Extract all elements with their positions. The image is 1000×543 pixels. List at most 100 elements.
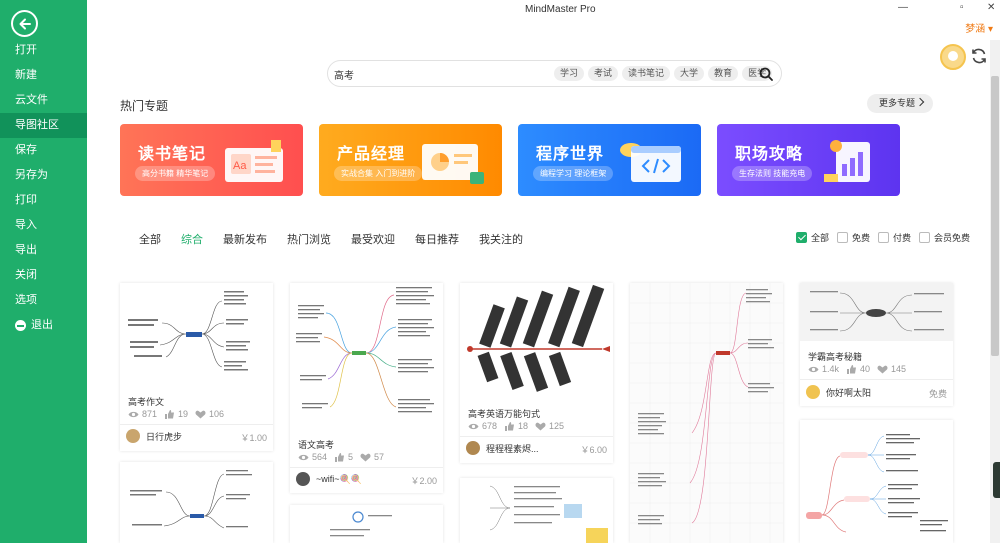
growth-chart-illustration-icon [824,140,870,182]
side-panel-handle[interactable] [993,462,1000,498]
views-count: 678 [482,421,498,431]
avatar[interactable] [940,44,966,70]
mindmap-thumbnail [120,462,273,543]
hearts-count: 145 [891,364,907,374]
menu-print[interactable]: 打印 [15,194,37,206]
menu-exit[interactable]: 退出 [0,313,87,338]
menu-import[interactable]: 导入 [15,219,37,231]
tab-hot-browse[interactable]: 热门浏览 [287,234,331,246]
banner-title: 读书笔记 [138,146,207,163]
banner-subtitle: 编程学习 理论框架 [533,166,614,181]
banner-title: 职场攻略 [735,146,804,163]
thumbs-up-icon [335,452,345,462]
filter-label: 付费 [893,233,912,243]
card-title: 语文高考 [298,440,335,450]
menu-save-as[interactable]: 另存为 [15,169,48,181]
filter-label: 会员免费 [934,233,971,243]
menu-exit-label: 退出 [31,319,53,331]
refresh-icon[interactable] [970,47,988,65]
mindmap-card[interactable] [800,420,953,543]
hearts-count: 125 [549,421,565,431]
exit-icon [15,320,26,331]
mindmap-card[interactable] [120,462,273,543]
tag-education[interactable]: 教育 [708,66,739,81]
scrollbar-thumb[interactable] [991,76,999,356]
card-author[interactable]: 你好啊太阳 [806,385,871,399]
tab-all[interactable]: 全部 [139,234,161,246]
author-avatar [126,429,140,443]
menu-close[interactable]: 关闭 [15,269,37,281]
mindmap-card[interactable] [460,478,613,543]
mindmap-card[interactable] [290,505,443,543]
mindmap-thumbnail [800,420,953,543]
filter-member-free[interactable]: 会员免费 [919,231,970,244]
banner-subtitle: 实战合集 入门到进阶 [334,166,423,181]
views-eye-icon [298,454,309,460]
card-title: 高考作文 [128,397,165,407]
thumbs-up-icon [505,421,515,431]
author-avatar [296,472,310,486]
views-eye-icon [128,411,139,417]
menu-save[interactable]: 保存 [15,144,37,156]
tab-most-popular[interactable]: 最受欢迎 [351,234,395,246]
mindmap-card[interactable]: 语文高考 564 5 57 ~wifi~🍭🍭 ￥2.00 [290,283,443,493]
checkbox-checked[interactable] [796,232,807,243]
banner-career-guide[interactable]: 职场攻略 生存法则 技能充电 [717,124,900,196]
heart-icon [360,453,371,461]
tab-latest[interactable]: 最新发布 [223,234,267,246]
filter-all[interactable]: 全部 [796,231,829,244]
tag-university[interactable]: 大学 [674,66,705,81]
menu-community[interactable]: 导图社区 [0,113,87,138]
maximize-button[interactable]: ▫ [960,2,964,13]
filter-free[interactable]: 免费 [837,231,870,244]
banner-product-manager[interactable]: 产品经理 实战合集 入门到进阶 [319,124,502,196]
banner-programming-world[interactable]: 程序世界 编程学习 理论框架 [518,124,701,196]
search-bar: 学习 考试 读书笔记 大学 教育 医学 [327,60,782,87]
menu-options[interactable]: 选项 [15,294,37,306]
mindmap-card[interactable]: 学霸高考秘籍 1.4k 40 145 你好啊太阳 免费 [800,283,953,406]
close-button[interactable]: ✕ [987,2,996,13]
views-eye-icon [808,366,819,372]
scrollbar-track[interactable] [990,40,1000,543]
tab-general[interactable]: 综合 [181,234,203,246]
views-eye-icon [468,423,479,429]
mindmap-card[interactable]: 高考作文 871 19 106 日行虎步 ￥1.00 [120,283,273,451]
menu-cloud-files[interactable]: 云文件 [15,94,48,106]
tab-following[interactable]: 我关注的 [479,234,523,246]
card-stats: 871 19 106 [128,409,231,419]
card-divider [460,436,613,437]
tag-reading-notes[interactable]: 读书笔记 [622,66,671,81]
views-count: 1.4k [822,364,840,374]
checkbox[interactable] [837,232,849,243]
author-name: 程程程素烬... [486,443,539,454]
banner-reading-notes[interactable]: 读书笔记 高分书籍 精华笔记 Aa [120,124,303,196]
tag-exam[interactable]: 考试 [588,66,619,81]
sidebar: 打开 新建 云文件 导图社区 保存 另存为 打印 导入 导出 关闭 选项 退出 [0,0,87,543]
user-name-dropdown[interactable]: 梦涵 ▾ [965,24,993,35]
back-arrow-icon[interactable] [11,10,38,37]
card-divider [120,424,273,425]
category-tabs: 全部 综合 最新发布 热门浏览 最受欢迎 每日推荐 我关注的 [139,231,543,247]
menu-export[interactable]: 导出 [15,244,37,256]
minimize-button[interactable]: — [898,2,908,13]
card-title: 高考英语万能句式 [468,409,541,419]
thumbs-up-icon [165,409,175,419]
mindmap-card[interactable] [630,283,783,543]
menu-new[interactable]: 新建 [15,69,37,81]
more-topics-button[interactable]: 更多专题 [867,94,933,113]
tab-daily-picks[interactable]: 每日推荐 [415,234,459,246]
search-icon[interactable] [759,67,773,81]
mindmap-card[interactable]: 高考英语万能句式 678 18 125 程程程素烬... ￥6.00 [460,283,613,463]
card-price: 免费 [928,389,947,399]
menu-open[interactable]: 打开 [15,44,37,56]
tag-study[interactable]: 学习 [554,66,585,81]
checkbox[interactable] [919,232,931,243]
search-input[interactable] [334,66,534,82]
app-title: MindMaster Pro [525,4,596,15]
card-author[interactable]: 日行虎步 [126,429,182,443]
checkbox[interactable] [878,232,890,243]
filter-paid[interactable]: 付费 [878,231,911,244]
card-author[interactable]: ~wifi~🍭🍭 [296,472,362,486]
price-filters: 全部 免费 付费 会员免费 [796,231,978,244]
card-author[interactable]: 程程程素烬... [466,441,539,455]
